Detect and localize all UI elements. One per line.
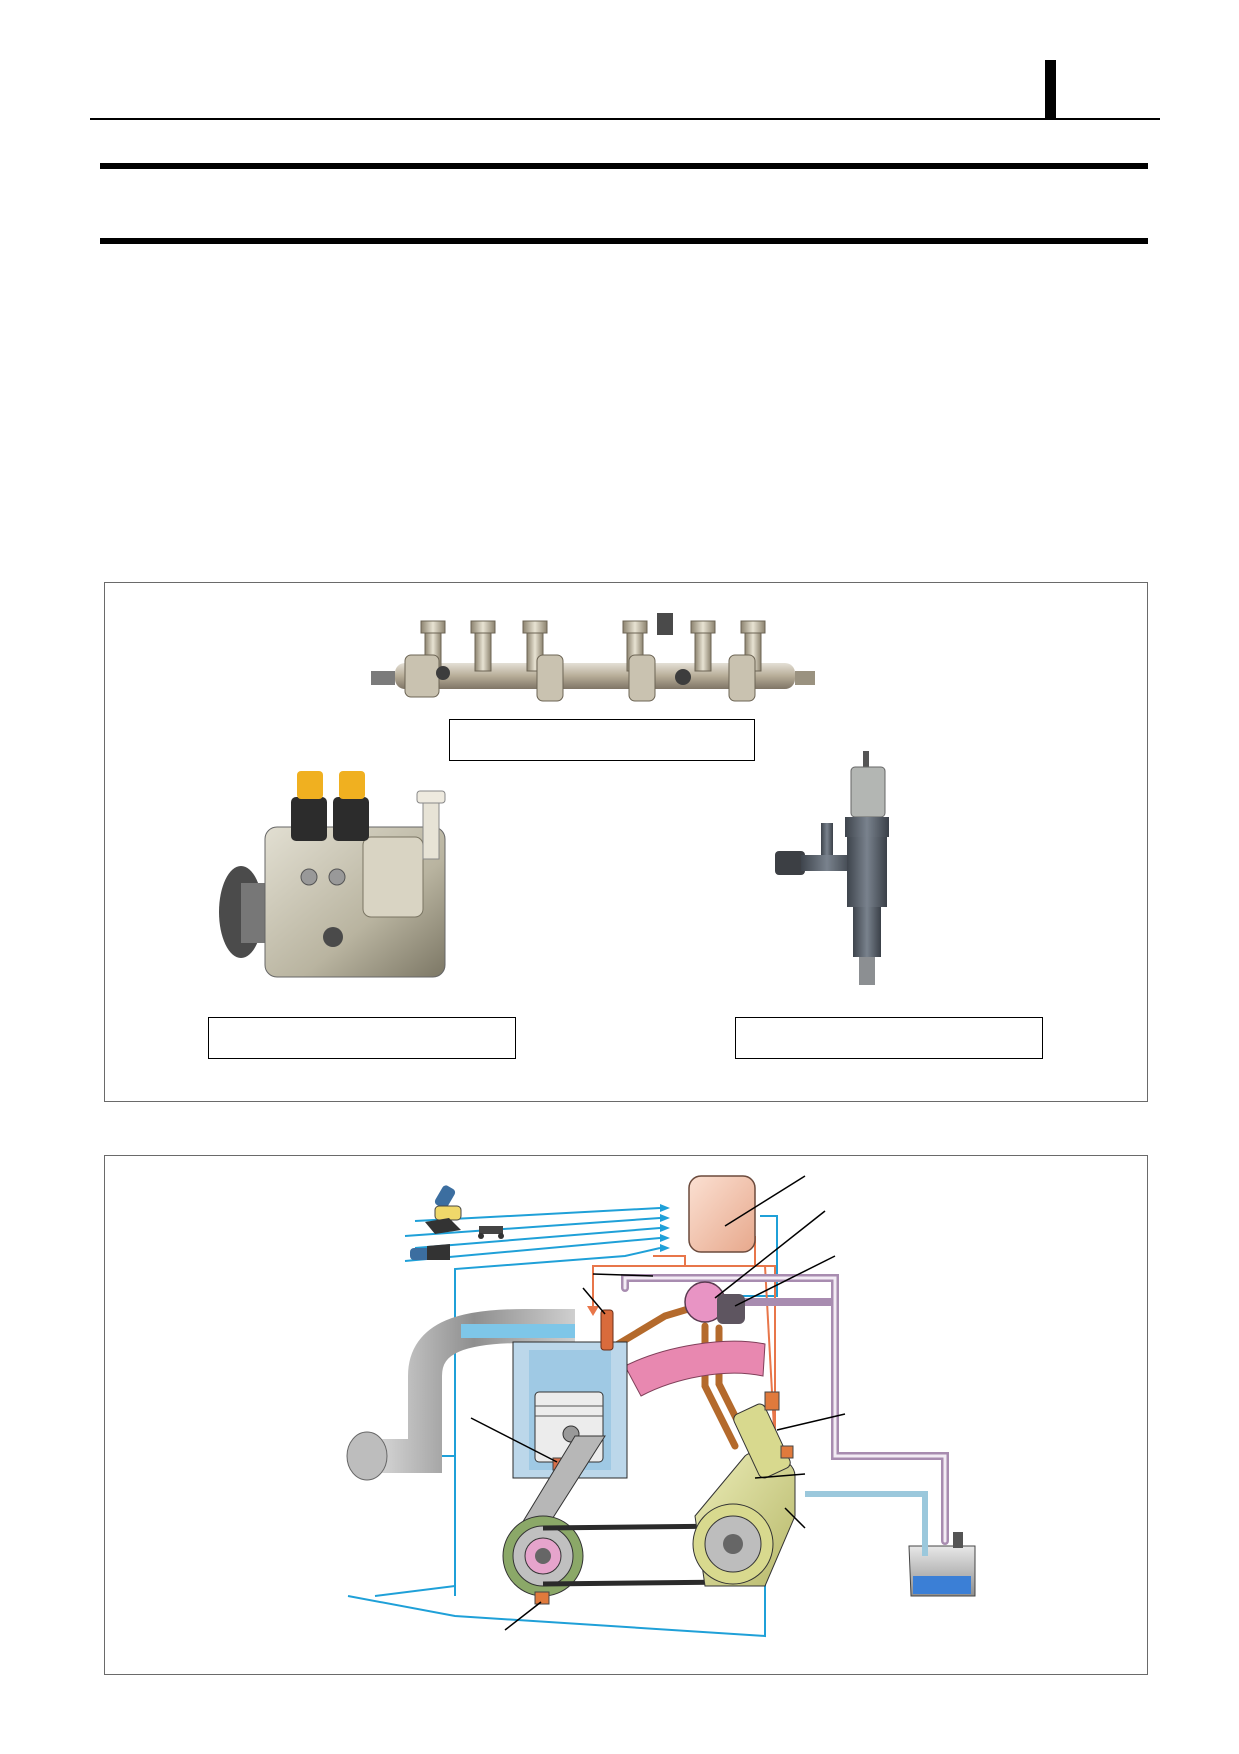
common-rail-system-diagram [346,1175,976,1638]
rail-caption [449,719,755,761]
section-rule-top [100,163,1148,169]
figure-system-diagram [104,1155,1148,1675]
header-tab-marker [1045,60,1056,118]
figure-components [104,582,1148,1102]
injector-caption [735,1017,1043,1059]
section-title-band [100,163,1148,245]
header-underline [90,118,1160,120]
section-rule-bottom [100,238,1148,244]
pump-caption [208,1017,516,1059]
supply-pump-photo [213,757,473,987]
injector-photo [775,751,905,1001]
page-header [0,0,1239,130]
common-rail-photo [361,593,861,708]
